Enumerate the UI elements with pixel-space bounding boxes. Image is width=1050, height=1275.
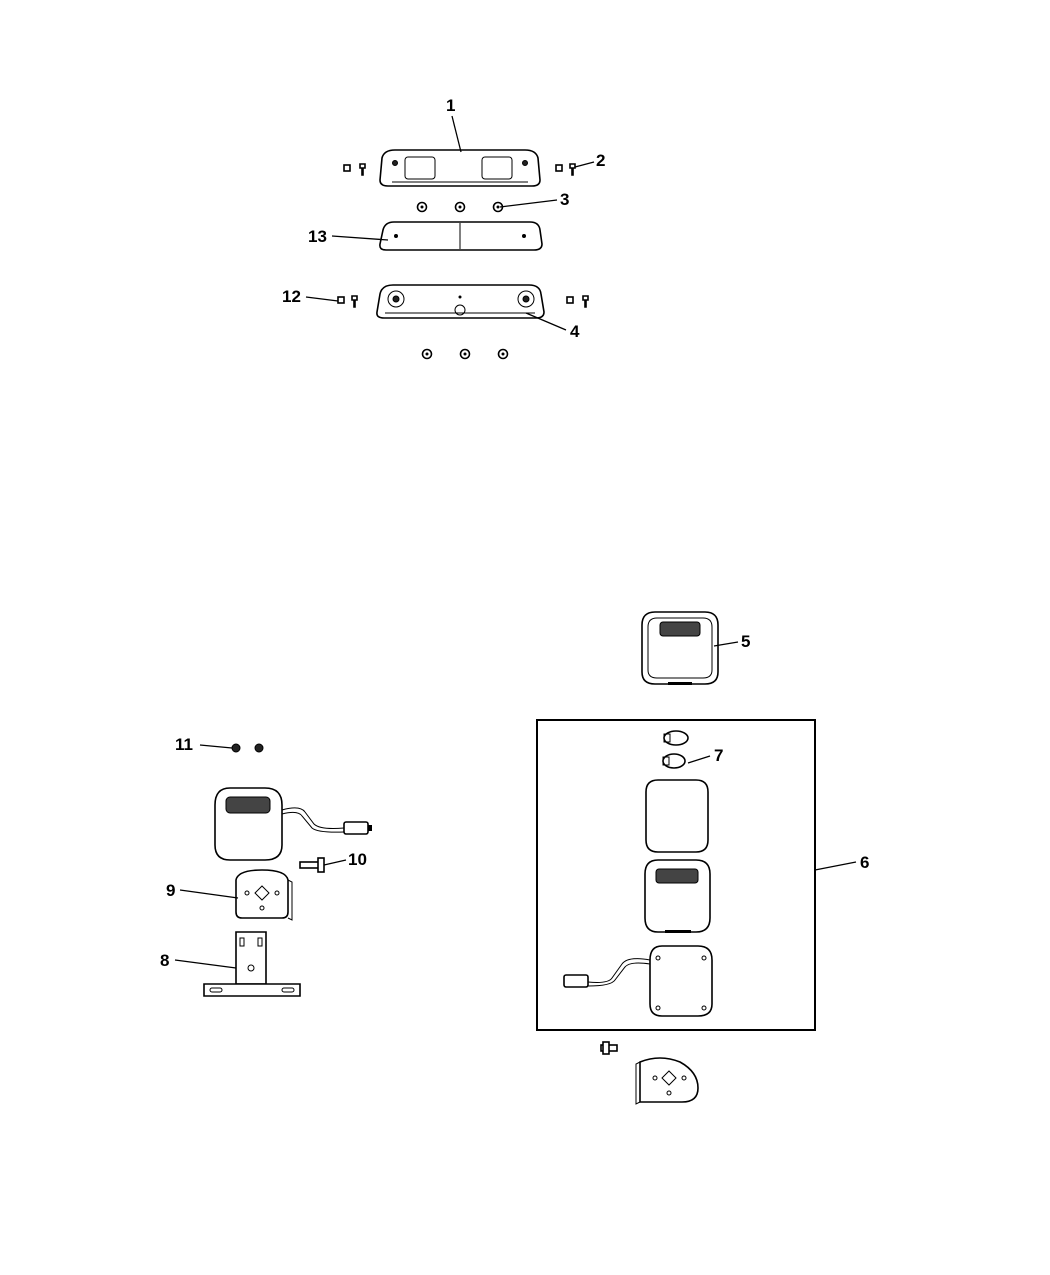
lamp-with-harness-left: [214, 787, 372, 861]
callout-3: 3: [560, 190, 569, 209]
leader-lines: [174, 115, 857, 969]
part-10-bolt: [299, 857, 325, 873]
part-9-mount-plate: [235, 869, 293, 921]
part-5-lamp: [641, 611, 719, 685]
part-8-bracket: [203, 931, 301, 997]
part-1-housing: [379, 149, 541, 187]
callout-10: 10: [348, 850, 367, 869]
lamp-housing-harness: [563, 945, 713, 1017]
part-3-grommets: [416, 201, 504, 213]
callout-7: 7: [714, 746, 723, 765]
callout-1: 1: [446, 96, 455, 115]
lamp-lens: [644, 859, 711, 933]
callout-11: 11: [175, 735, 193, 754]
callout-5: 5: [741, 632, 750, 651]
callout-9: 9: [166, 881, 175, 900]
callout-12: 12: [282, 287, 301, 306]
bolt-lower-right: [600, 1041, 618, 1055]
callout-13: 13: [308, 227, 327, 246]
part-11-grommets: [231, 743, 264, 753]
lower-grommets: [421, 348, 509, 360]
callout-8: 8: [160, 951, 169, 970]
callout-6: 6: [860, 853, 869, 872]
part-13-lens: [379, 221, 543, 251]
lamp-gasket: [645, 779, 709, 853]
part-2-screws-top: [343, 163, 576, 176]
part-12-screws: [337, 295, 589, 308]
part-6-kit-box: [536, 719, 816, 1031]
callout-4: 4: [570, 322, 580, 341]
mount-plate-lower-right: [635, 1057, 699, 1105]
part-7-bulbs: [662, 730, 689, 769]
part-4-base: [376, 284, 545, 319]
callout-2: 2: [596, 151, 605, 170]
